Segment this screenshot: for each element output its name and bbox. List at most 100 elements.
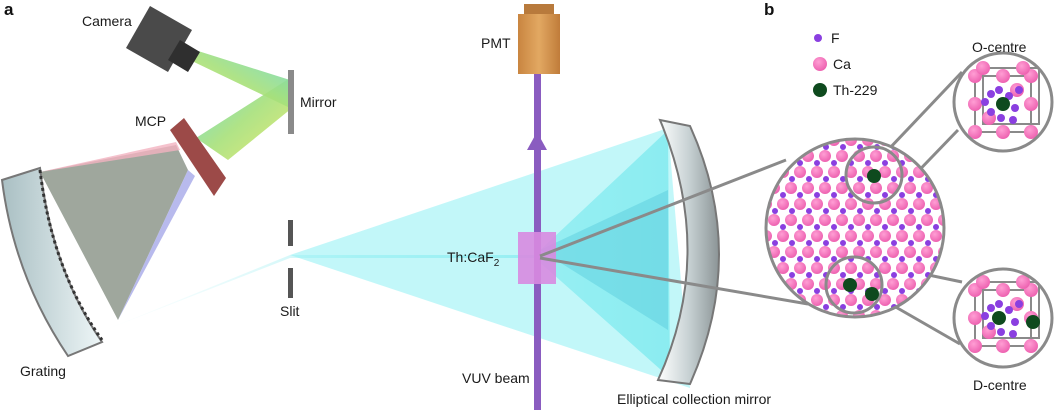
panel-label-b: b — [764, 0, 774, 19]
ca-atom — [870, 246, 882, 258]
diffracted-fan-pink — [40, 142, 180, 172]
ca-atom — [955, 214, 967, 226]
grating — [0, 166, 104, 358]
ca-atom — [870, 214, 882, 226]
f-atom — [882, 160, 888, 166]
f-atom — [797, 160, 803, 166]
f-atom — [831, 192, 837, 198]
beam-to-mirror — [290, 128, 690, 388]
f-atom — [840, 208, 846, 214]
f-atom — [848, 224, 854, 230]
ca-atom — [836, 182, 848, 194]
f-atom — [865, 224, 871, 230]
ca-atom — [955, 182, 967, 194]
mcp-detector — [170, 118, 226, 196]
ca-atom — [976, 275, 990, 289]
ca-atom — [794, 166, 806, 178]
f-atom — [814, 224, 820, 230]
unit-cell-frame — [982, 67, 1040, 125]
f-atom — [891, 240, 897, 246]
f-atom — [950, 224, 956, 230]
ca-atom — [879, 166, 891, 178]
ca-atom — [996, 69, 1010, 83]
f-atom — [780, 288, 786, 294]
pmt-detector — [518, 4, 560, 74]
f-atom — [857, 208, 863, 214]
f-atom — [865, 192, 871, 198]
f-atom — [865, 320, 871, 326]
f-atom — [789, 176, 795, 182]
ca-atom — [968, 311, 982, 325]
ca-atom — [802, 246, 814, 258]
f-atom — [823, 240, 829, 246]
f-atom — [950, 160, 956, 166]
f-atom — [772, 208, 778, 214]
ca-atom — [996, 125, 1010, 139]
ca-atom — [976, 61, 990, 75]
ca-atom — [777, 198, 789, 210]
ca-atom — [828, 166, 840, 178]
f-atom — [806, 208, 812, 214]
ca-atom — [896, 230, 908, 242]
ca-atom — [836, 150, 848, 162]
f-atom — [908, 304, 914, 310]
f-atom — [857, 176, 863, 182]
ca-atom — [968, 125, 982, 139]
o-centre-highlight — [844, 145, 904, 205]
mcp-label: MCP — [135, 113, 166, 129]
f-atom — [831, 256, 837, 262]
ca-atom — [887, 246, 899, 258]
elliptical-mirror — [656, 118, 720, 386]
f-atom — [789, 272, 795, 278]
f-atom — [899, 288, 905, 294]
camera-label: Camera — [82, 13, 132, 29]
unit-cell-frame — [982, 281, 1040, 339]
f-atom — [995, 300, 1003, 308]
f-atom — [823, 208, 829, 214]
rainbow-beam-upper — [176, 44, 290, 108]
ca-atom — [811, 230, 823, 242]
ca-atom — [794, 230, 806, 242]
f-atom — [987, 322, 995, 330]
ca-atom — [913, 139, 925, 146]
f-atom — [933, 288, 939, 294]
f-atom — [899, 320, 905, 326]
f-atom — [882, 256, 888, 262]
ca-atom — [845, 198, 857, 210]
f-atom — [959, 176, 965, 182]
f-atom — [908, 240, 914, 246]
f-atom — [1015, 300, 1023, 308]
f-atom — [959, 144, 965, 150]
f-atom — [959, 240, 965, 246]
ca-atom — [904, 246, 916, 258]
ca-atom — [811, 262, 823, 274]
f-atom — [981, 98, 989, 106]
ca-atom — [870, 182, 882, 194]
ca-atom — [896, 262, 908, 274]
thcaf2-crystal — [518, 232, 556, 284]
f-atom — [959, 208, 965, 214]
legend-ca-label: Ca — [833, 56, 851, 72]
f-atom — [995, 86, 1003, 94]
f-atom — [814, 288, 820, 294]
f-atom — [891, 176, 897, 182]
f-atom — [797, 320, 803, 326]
f-atom — [789, 240, 795, 246]
f-atom — [1005, 306, 1013, 314]
ca-atom — [870, 150, 882, 162]
f-atom — [967, 224, 973, 230]
vuv-arrow-icon — [527, 132, 547, 150]
f-atom — [950, 192, 956, 198]
panel-label-a: a — [4, 0, 14, 19]
legend-th-label: Th-229 — [833, 82, 878, 98]
ca-atom — [819, 182, 831, 194]
ca-atom — [819, 214, 831, 226]
ca-atom — [768, 278, 780, 290]
legend: F Ca Th-229 — [813, 30, 878, 98]
f-atom — [865, 160, 871, 166]
f-atom — [950, 288, 956, 294]
f-atom — [874, 304, 880, 310]
ca-atom — [802, 278, 814, 290]
f-atom — [933, 320, 939, 326]
